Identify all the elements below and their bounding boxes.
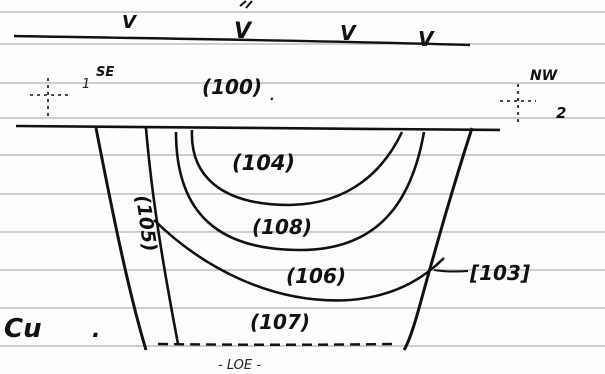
- marker-1-label: 1: [82, 77, 90, 92]
- context-104-boundary: [190, 129, 404, 207]
- turf-marker: V: [234, 19, 253, 44]
- marker-2-crosshair: [500, 84, 536, 122]
- cut-103-label: [103]: [469, 261, 530, 285]
- turf-marker: V: [418, 27, 435, 51]
- cut-103-right-edge: [402, 127, 474, 351]
- section-top-line: [15, 124, 501, 132]
- context-108-boundary: [174, 131, 426, 252]
- turf-marker: V: [122, 12, 138, 33]
- cut-103-leader: [433, 269, 469, 273]
- marker-2-label: 2: [556, 104, 566, 122]
- compass-se: SE: [96, 65, 114, 80]
- note-dot: .: [92, 318, 100, 343]
- top-marker-stroke: [239, 0, 253, 9]
- context-106-label: (106): [286, 264, 346, 288]
- left-note: Cu: [4, 314, 42, 344]
- turf-marker: V: [340, 21, 357, 45]
- loe-label: - LOE -: [218, 358, 261, 373]
- compass-nw: NW: [530, 68, 558, 84]
- context-104-label: (104): [232, 151, 295, 175]
- ground-surface-line: [13, 34, 471, 47]
- cut-103-base: [157, 342, 393, 346]
- context-108-label: (108): [252, 215, 312, 239]
- cut-103-left-edge: [94, 127, 148, 351]
- context-105-boundary: [144, 127, 180, 345]
- pen-dot: .: [270, 89, 275, 103]
- turf-markers: V V V V: [122, 12, 435, 51]
- context-107-label: (107): [250, 310, 310, 334]
- context-106-boundary: [153, 219, 445, 302]
- ruled-lines: [0, 11, 605, 347]
- context-100-label: (100): [202, 75, 262, 99]
